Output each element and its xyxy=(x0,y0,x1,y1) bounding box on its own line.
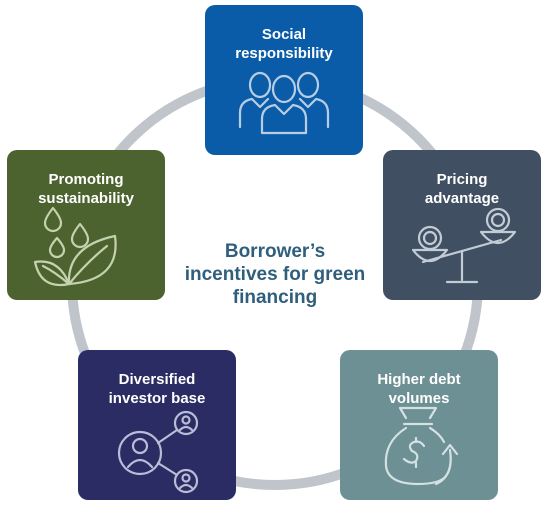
label-line: volumes xyxy=(388,390,450,407)
incentive-label: Diversified investor base xyxy=(84,370,230,408)
label-line: sustainability xyxy=(38,190,134,207)
title-line-3: financing xyxy=(232,287,318,308)
incentive-label: Promoting sustainability xyxy=(13,170,159,208)
title-line-1: Borrower’s xyxy=(224,241,326,262)
incentive-pricing-advantage: Pricing advantage xyxy=(383,150,541,300)
leaves-water-drops-icon xyxy=(33,206,117,287)
money-bag-growth-icon xyxy=(384,406,459,486)
incentive-higher-debt-volumes: Higher debt volumes xyxy=(340,350,498,500)
network-people-icon xyxy=(117,410,199,494)
incentive-label: Higher debt volumes xyxy=(346,370,492,408)
label-line: Social xyxy=(261,26,307,43)
label-line: Higher debt xyxy=(377,371,461,388)
incentive-social-responsibility: Social responsibility xyxy=(205,5,363,155)
balance-scale-coins-icon xyxy=(411,207,517,284)
label-line: investor base xyxy=(108,390,206,407)
people-group-icon xyxy=(238,71,330,135)
label-line: advantage xyxy=(424,190,500,207)
label-line: responsibility xyxy=(235,45,333,62)
incentive-label: Pricing advantage xyxy=(389,170,535,208)
label-line: Pricing xyxy=(436,171,488,188)
incentive-promoting-sustainability: Promoting sustainability xyxy=(7,150,165,300)
title-line-2: incentives for green xyxy=(184,264,366,285)
label-line: Promoting xyxy=(48,171,124,188)
incentive-label: Social responsibility xyxy=(211,25,357,63)
label-line: Diversified xyxy=(118,371,196,388)
diagram-title: Borrower’s incentives for green financin… xyxy=(175,240,375,309)
incentive-diversified-investor-base: Diversified investor base xyxy=(78,350,236,500)
